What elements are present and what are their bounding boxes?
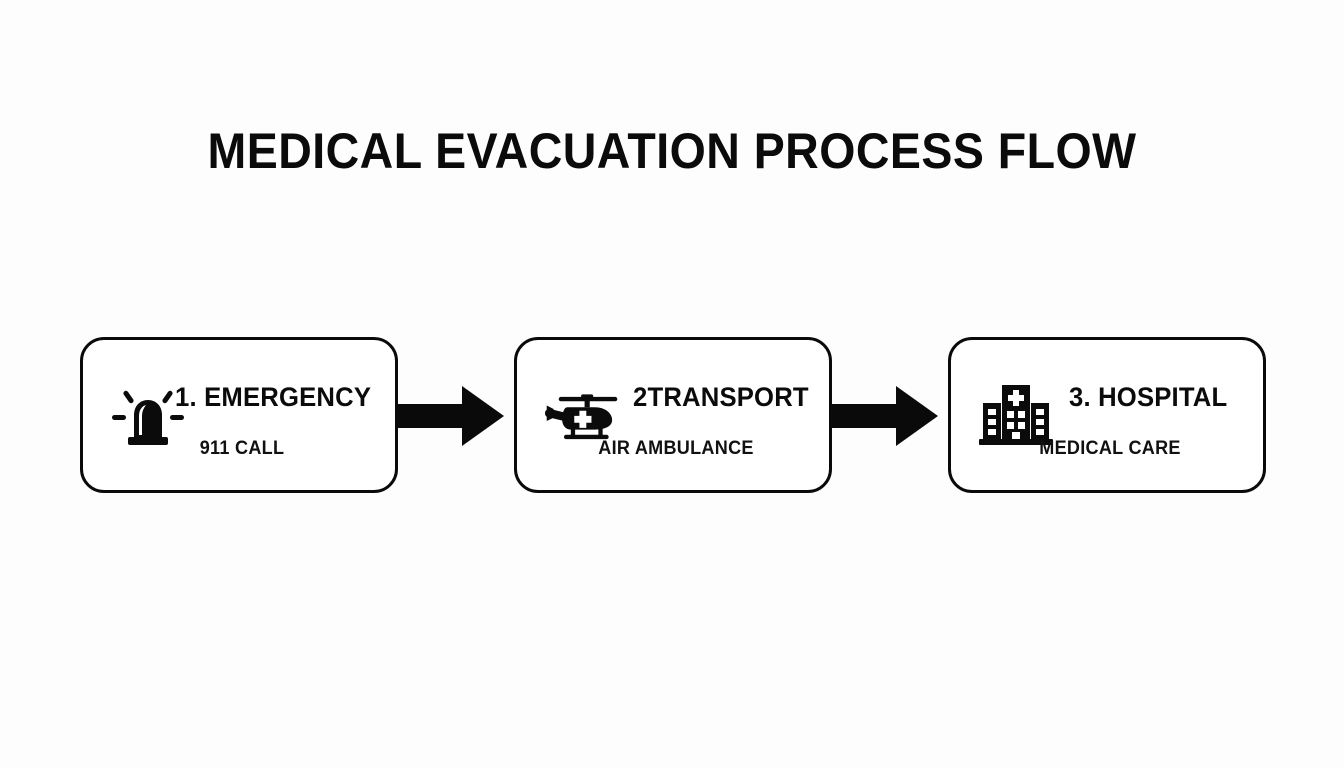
step-heading-transport: 2TRANSPORT bbox=[633, 382, 809, 412]
step-heading-emergency: 1. EMERGENCY bbox=[175, 382, 372, 412]
medical-helicopter-icon bbox=[545, 384, 619, 446]
step-subtitle-emergency: 911 CALL bbox=[199, 438, 285, 459]
page-title: MEDICAL EVACUATION PROCESS FLOW bbox=[207, 123, 1137, 179]
step-card-content: 3. HOSPITAL MEDICAL CARE bbox=[951, 340, 1263, 490]
step-subtitle-transport: AIR AMBULANCE bbox=[598, 438, 754, 459]
step-card-content: 2TRANSPORT AIR AMBULANCE bbox=[517, 340, 829, 490]
arrow-transport-to-hospital bbox=[830, 382, 940, 450]
step-card-content: 1. EMERGENCY 911 CALL bbox=[83, 340, 395, 490]
arrow-emergency-to-transport bbox=[396, 382, 506, 450]
step-subtitle-hospital: MEDICAL CARE bbox=[1039, 438, 1181, 459]
step-heading-hospital: 3. HOSPITAL bbox=[1069, 382, 1228, 412]
hospital-building-icon bbox=[979, 384, 1053, 446]
step-card-hospital[interactable]: 3. HOSPITAL MEDICAL CARE bbox=[948, 337, 1266, 493]
process-flow-row: 1. EMERGENCY 911 CALL bbox=[0, 337, 1344, 495]
siren-beacon-icon bbox=[111, 384, 185, 446]
step-card-emergency[interactable]: 1. EMERGENCY 911 CALL bbox=[80, 337, 398, 493]
step-card-transport[interactable]: 2TRANSPORT AIR AMBULANCE bbox=[514, 337, 832, 493]
